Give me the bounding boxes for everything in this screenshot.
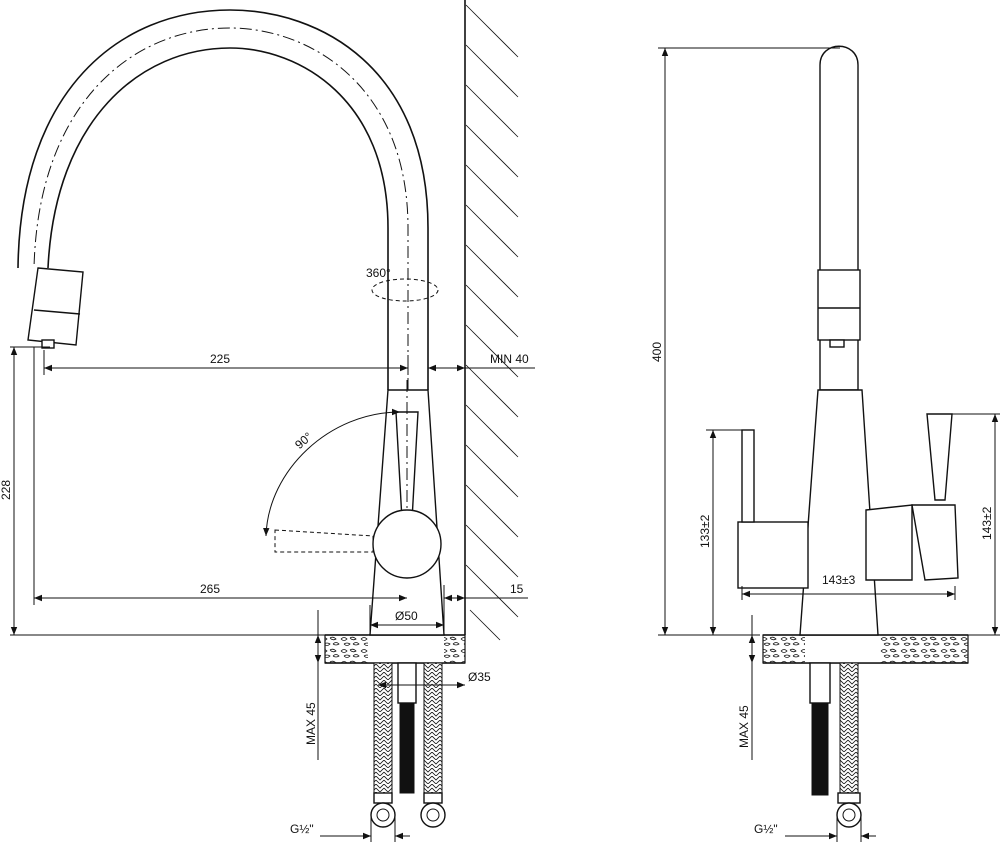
dim-mount-hole: Ø35	[468, 670, 491, 684]
dim-total-reach: 265	[200, 582, 220, 596]
side-view: 400 133±2 143±2 143±3 MAX 45 G½"	[650, 45, 1000, 842]
side-dimensions: 400 133±2 143±2 143±3 MAX 45 G½"	[650, 47, 1000, 842]
dim-thread-front: G½"	[290, 822, 314, 836]
dim-max-thickness-front: MAX 45	[304, 702, 318, 745]
dim-total-height: 400	[650, 342, 664, 362]
front-view: 225 MIN 40 360° 90° 228 265 15	[0, 0, 535, 842]
dim-lever-angle: 90°	[292, 429, 315, 452]
wall	[464, 0, 519, 641]
dim-thread-side: G½"	[754, 822, 778, 836]
dim-height-under-spout: 228	[0, 480, 13, 500]
spout-side	[817, 45, 861, 391]
countertop-front	[324, 634, 466, 664]
dim-left-handle-height: 133±2	[698, 514, 712, 548]
spout	[17, 9, 439, 390]
dim-spout-reach: 225	[210, 352, 230, 366]
dim-wall-gap: 15	[510, 582, 524, 596]
dim-wall-min: MIN 40	[490, 352, 529, 366]
dim-right-handle-height: 143±2	[980, 506, 994, 540]
dim-rotation: 360°	[366, 266, 391, 280]
dim-handle-spacing: 143±3	[822, 573, 856, 587]
front-dimensions: 225 MIN 40 360° 90° 228 265 15	[0, 266, 535, 842]
countertop-side	[762, 634, 969, 664]
faucet-body-front	[263, 380, 446, 828]
dim-base-diameter: Ø50	[395, 609, 418, 623]
dim-max-thickness-side: MAX 45	[737, 705, 751, 748]
faucet-body-side	[737, 389, 959, 828]
